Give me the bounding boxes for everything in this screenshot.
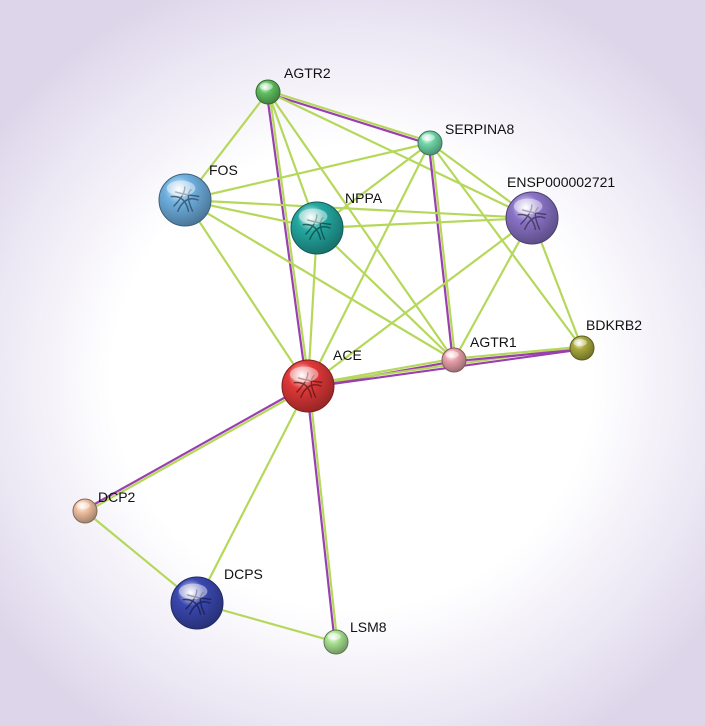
node-gloss [178,583,208,600]
node-label-nppa: NPPA [345,190,383,206]
node-fos[interactable]: FOS [158,162,238,227]
edge-nppa-ensp [316,216,533,230]
edge-line-textmining [268,89,431,143]
edge-line-coexpression [265,92,308,387]
edge-agtr2-serpina8 [267,89,431,146]
edge-line-textmining [453,345,582,360]
node-label-agtr1: AGTR1 [470,334,517,350]
node-gloss [298,208,328,225]
edge-line-coexpression [427,143,454,361]
node-lsm8[interactable]: LSM8 [323,619,387,655]
edge-line-textmining [268,91,311,386]
edge-ace-dcps [196,385,309,604]
node-bubble[interactable] [255,79,281,105]
node-bubble[interactable] [323,629,349,655]
edge-line-textmining [184,199,309,387]
edge-line-textmining [307,217,533,387]
edge-line-textmining [429,142,583,349]
edge-serpina8-bdkrb2 [429,142,583,349]
edge-agtr1-bdkrb2 [453,345,583,363]
node-bubble[interactable] [505,191,559,245]
node-bubble[interactable] [72,498,98,524]
edge-line-coexpression [305,386,336,643]
node-serpina8[interactable]: SERPINA8 [417,121,514,156]
edge-line-textmining [85,386,310,514]
node-bubble[interactable] [281,359,335,413]
node-bubble[interactable] [158,173,212,227]
edge-line-coexpression [83,383,308,511]
node-label-bdkrb2: BDKRB2 [586,317,642,333]
node-dcps[interactable]: DCPS [170,566,263,630]
edge-fos-ensp [184,198,533,220]
edge-ace-lsm8 [305,385,339,643]
node-gloss [421,134,435,142]
edge-line-textmining [307,142,431,387]
edge-line-coexpression [454,348,583,363]
node-label-serpina8: SERPINA8 [445,121,514,137]
node-bubble[interactable] [290,201,344,255]
edge-line-textmining [184,199,455,361]
protein-structure-icon [293,372,323,398]
edge-line-textmining [308,385,339,642]
edge-line-coexpression [267,92,430,146]
protein-structure-icon [182,589,212,615]
node-bubble[interactable] [441,347,467,373]
edge-agtr2-ensp [267,91,533,219]
edge-fos-ace [184,199,309,387]
edge-line-textmining [184,198,533,220]
node-label-ace: ACE [333,347,362,363]
protein-structure-icon [302,214,332,240]
node-label-fos: FOS [209,162,238,178]
node-dcp2[interactable]: DCP2 [72,489,136,524]
node-gloss [445,351,459,359]
edge-nppa-agtr1 [316,227,455,361]
edge-serpina8-ace [307,142,431,387]
edge-line-textmining [430,142,457,360]
protein-structure-icon [170,186,200,212]
protein-structure-icon [517,204,547,230]
node-label-ensp: ENSP000002721 [507,174,615,190]
node-gloss [259,83,273,91]
node-label-dcp2: DCP2 [98,489,136,505]
edge-serpina8-fos [184,141,431,202]
edge-line-textmining [184,141,431,202]
node-gloss [573,339,587,347]
edge-line-textmining [267,91,533,219]
node-bubble[interactable] [170,576,224,630]
node-ensp[interactable]: ENSP000002721 [505,174,615,245]
node-bubble[interactable] [569,335,595,361]
node-bubble[interactable] [417,130,443,156]
node-gloss [327,633,341,641]
edge-line-textmining [196,385,309,604]
edge-ace-dcp2 [83,383,310,514]
edge-fos-agtr1 [184,199,455,361]
node-label-lsm8: LSM8 [350,619,387,635]
node-ace[interactable]: ACE [281,347,362,413]
edge-agtr2-ace [265,91,311,387]
edge-serpina8-agtr1 [427,142,457,361]
node-gloss [513,198,543,215]
node-gloss [76,502,90,510]
node-bdkrb2[interactable]: BDKRB2 [569,317,642,361]
edge-ensp-ace [307,217,533,387]
node-gloss [166,180,196,197]
edge-ensp-agtr1 [453,217,533,361]
node-agtr2[interactable]: AGTR2 [255,65,331,105]
edge-line-textmining [453,217,533,361]
node-gloss [289,366,319,383]
node-label-agtr2: AGTR2 [284,65,331,81]
node-label-dcps: DCPS [224,566,263,582]
node-nppa[interactable]: NPPA [290,190,383,255]
node-agtr1[interactable]: AGTR1 [441,334,517,373]
edge-line-textmining [316,216,533,230]
edge-line-textmining [316,227,455,361]
